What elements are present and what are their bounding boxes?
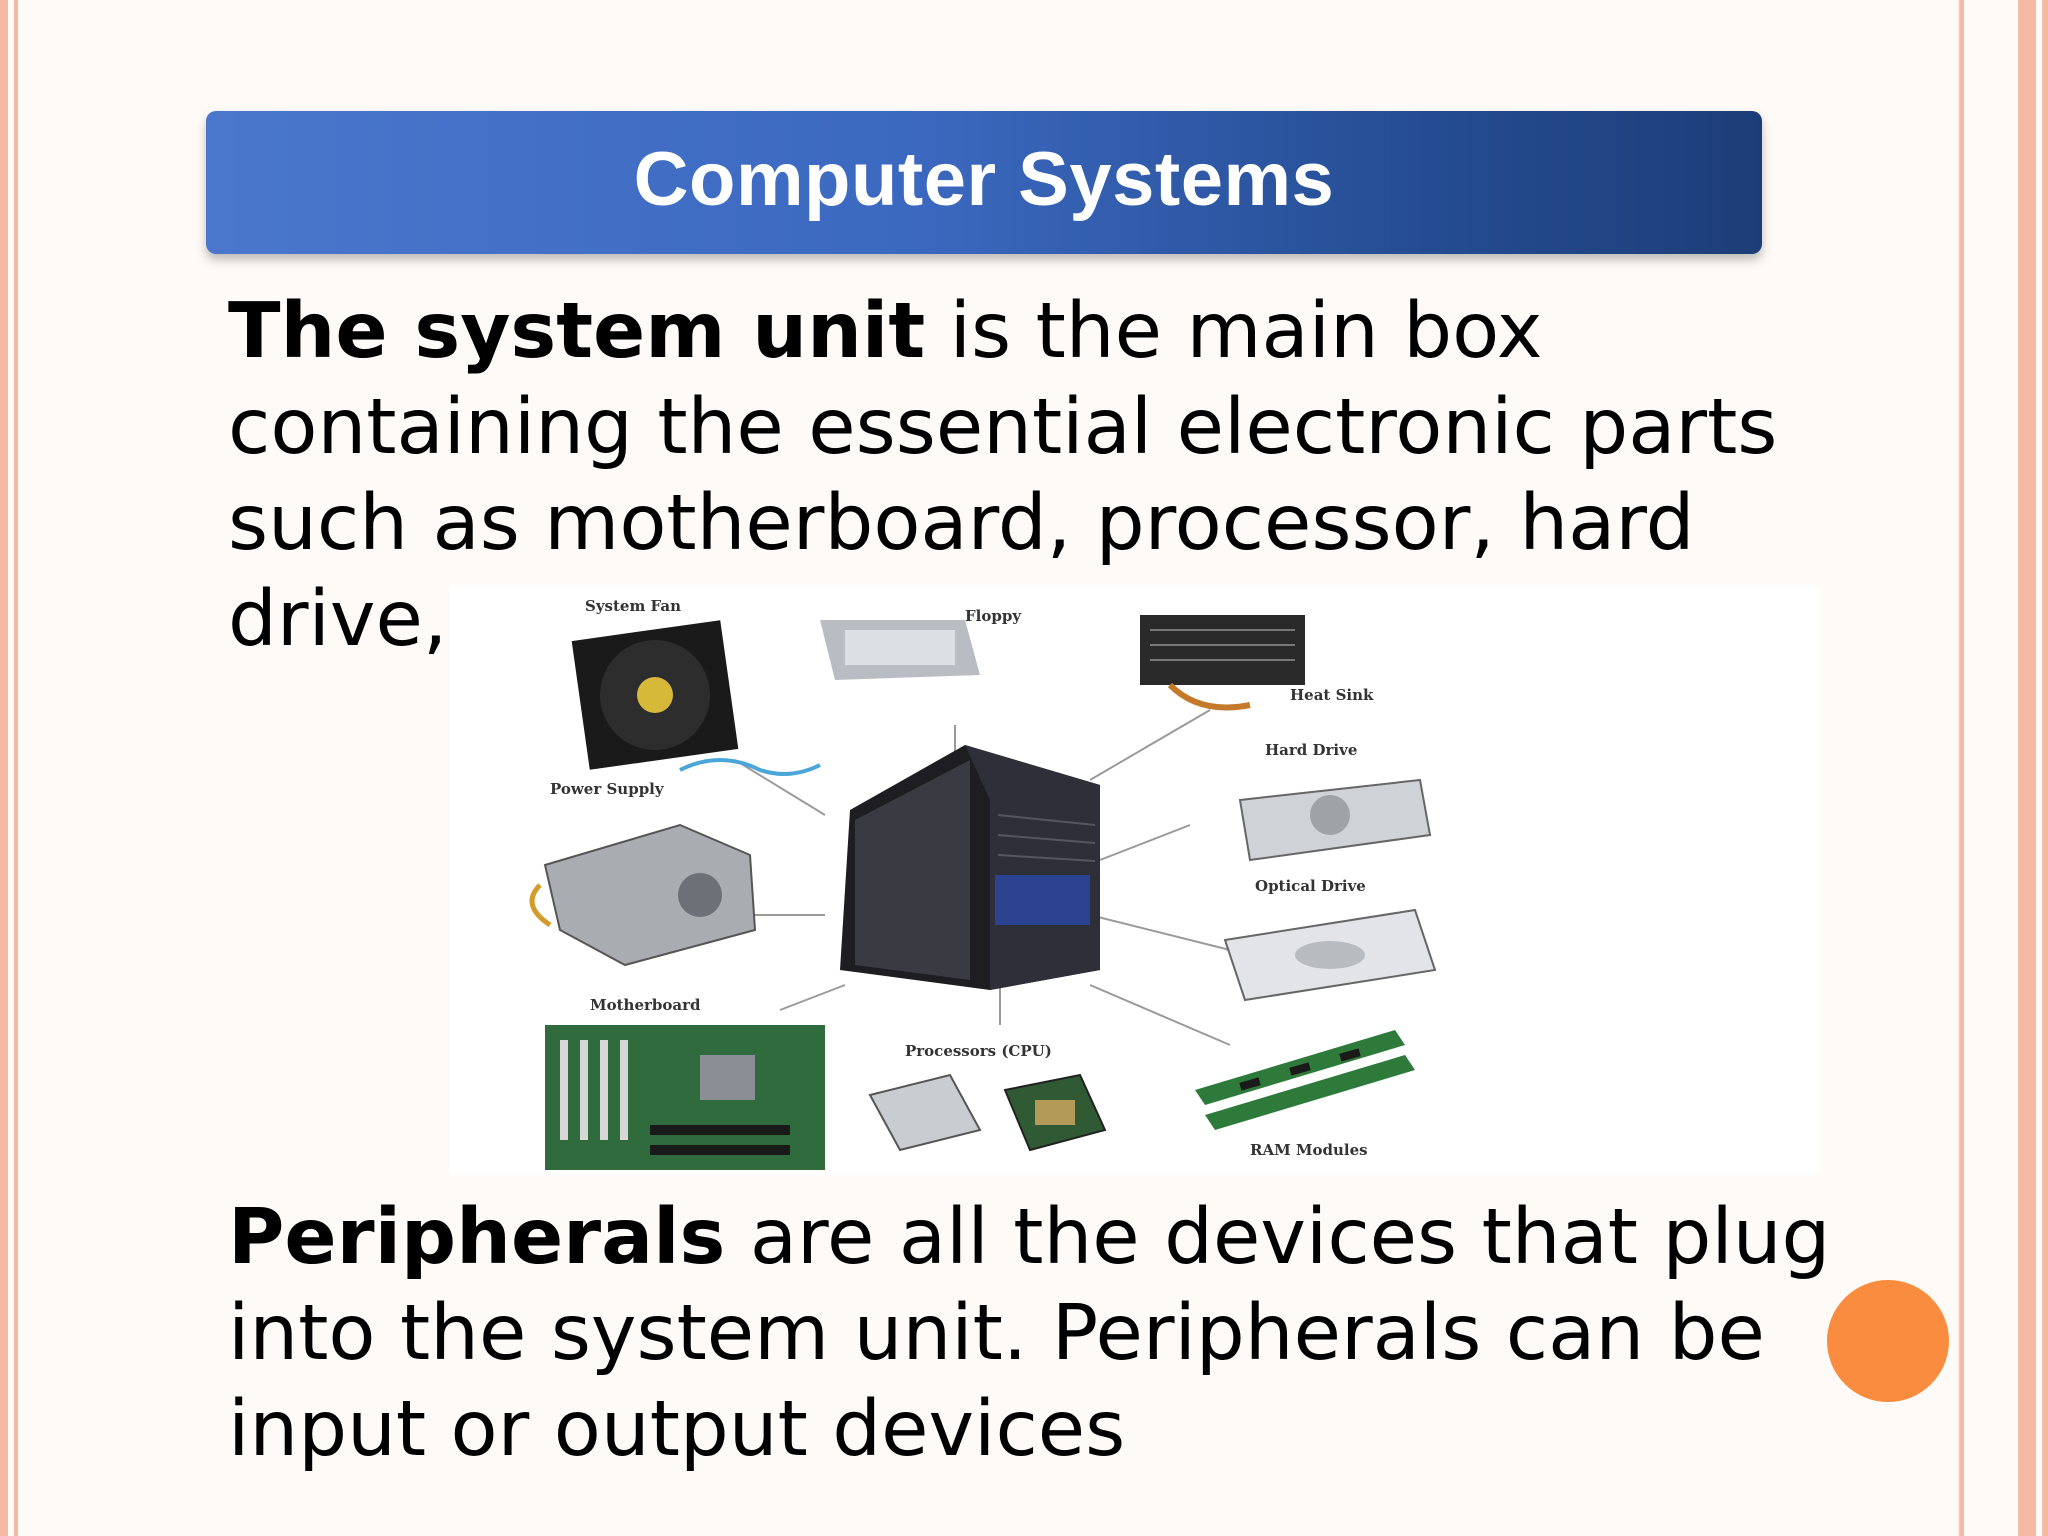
label-floppy: Floppy bbox=[965, 607, 1022, 625]
hard-drive-image bbox=[1238, 778, 1432, 862]
optical-drive-image bbox=[1223, 908, 1437, 1002]
connector-lines bbox=[734, 709, 1231, 1046]
peripherals-paragraph: Peripherals are all the devices that plu… bbox=[228, 1190, 1888, 1478]
right-border-decoration bbox=[1958, 0, 2048, 1536]
peripherals-term: Peripherals bbox=[228, 1193, 726, 1282]
slide-title: Computer Systems bbox=[633, 137, 1335, 222]
tower-case-image bbox=[840, 745, 1100, 990]
label-ram-modules: RAM Modules bbox=[1250, 1141, 1368, 1159]
system-unit-description: is the main box containing the essential… bbox=[228, 287, 1778, 664]
title-bar: Computer Systems bbox=[206, 111, 1762, 254]
system-unit-paragraph: The system unit is the main box containi… bbox=[228, 284, 1888, 668]
label-power-supply: Power Supply bbox=[550, 780, 665, 798]
label-hard-drive: Hard Drive bbox=[1265, 741, 1357, 759]
label-processors: Processors (CPU) bbox=[905, 1042, 1052, 1060]
label-heat-sink: Heat Sink bbox=[1290, 686, 1374, 704]
accent-circle bbox=[1827, 1280, 1949, 1402]
power-supply-image bbox=[529, 823, 757, 967]
label-system-fan: System Fan bbox=[585, 597, 681, 615]
motherboard-image bbox=[545, 1025, 825, 1170]
heat-sink-image bbox=[1140, 615, 1305, 711]
processors-image bbox=[868, 1073, 1107, 1152]
floppy-drive-image bbox=[820, 620, 980, 680]
peripherals-description: are all the devices that plug into the s… bbox=[228, 1193, 1831, 1474]
system-unit-diagram: System Fan Floppy Heat Sink Hard Drive bbox=[450, 585, 1820, 1175]
system-unit-term: The system unit bbox=[228, 287, 926, 376]
label-motherboard: Motherboard bbox=[590, 996, 701, 1014]
ram-modules-image bbox=[1195, 1030, 1415, 1130]
label-optical-drive: Optical Drive bbox=[1255, 877, 1366, 895]
left-border-decoration bbox=[0, 0, 26, 1536]
system-fan-image bbox=[571, 620, 821, 776]
